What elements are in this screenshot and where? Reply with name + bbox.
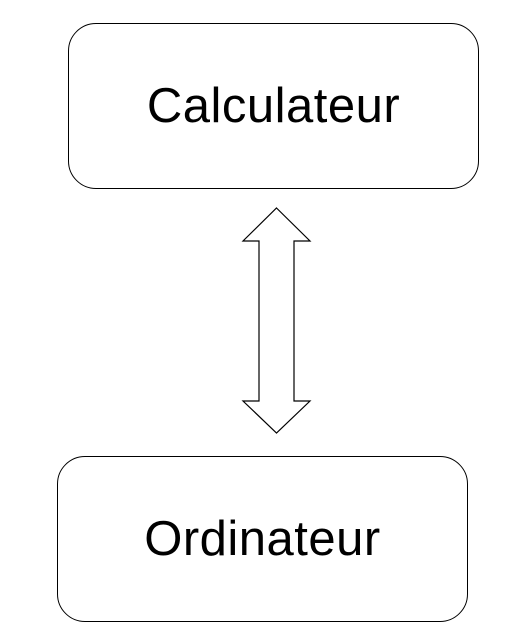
calculateur-box: Calculateur [68, 23, 479, 189]
double-headed-arrow-shape [241, 207, 312, 434]
ordinateur-box: Ordinateur [57, 456, 468, 622]
ordinateur-label: Ordinateur [144, 512, 381, 566]
bidirectional-arrow [241, 207, 312, 434]
calculateur-label: Calculateur [146, 79, 401, 133]
